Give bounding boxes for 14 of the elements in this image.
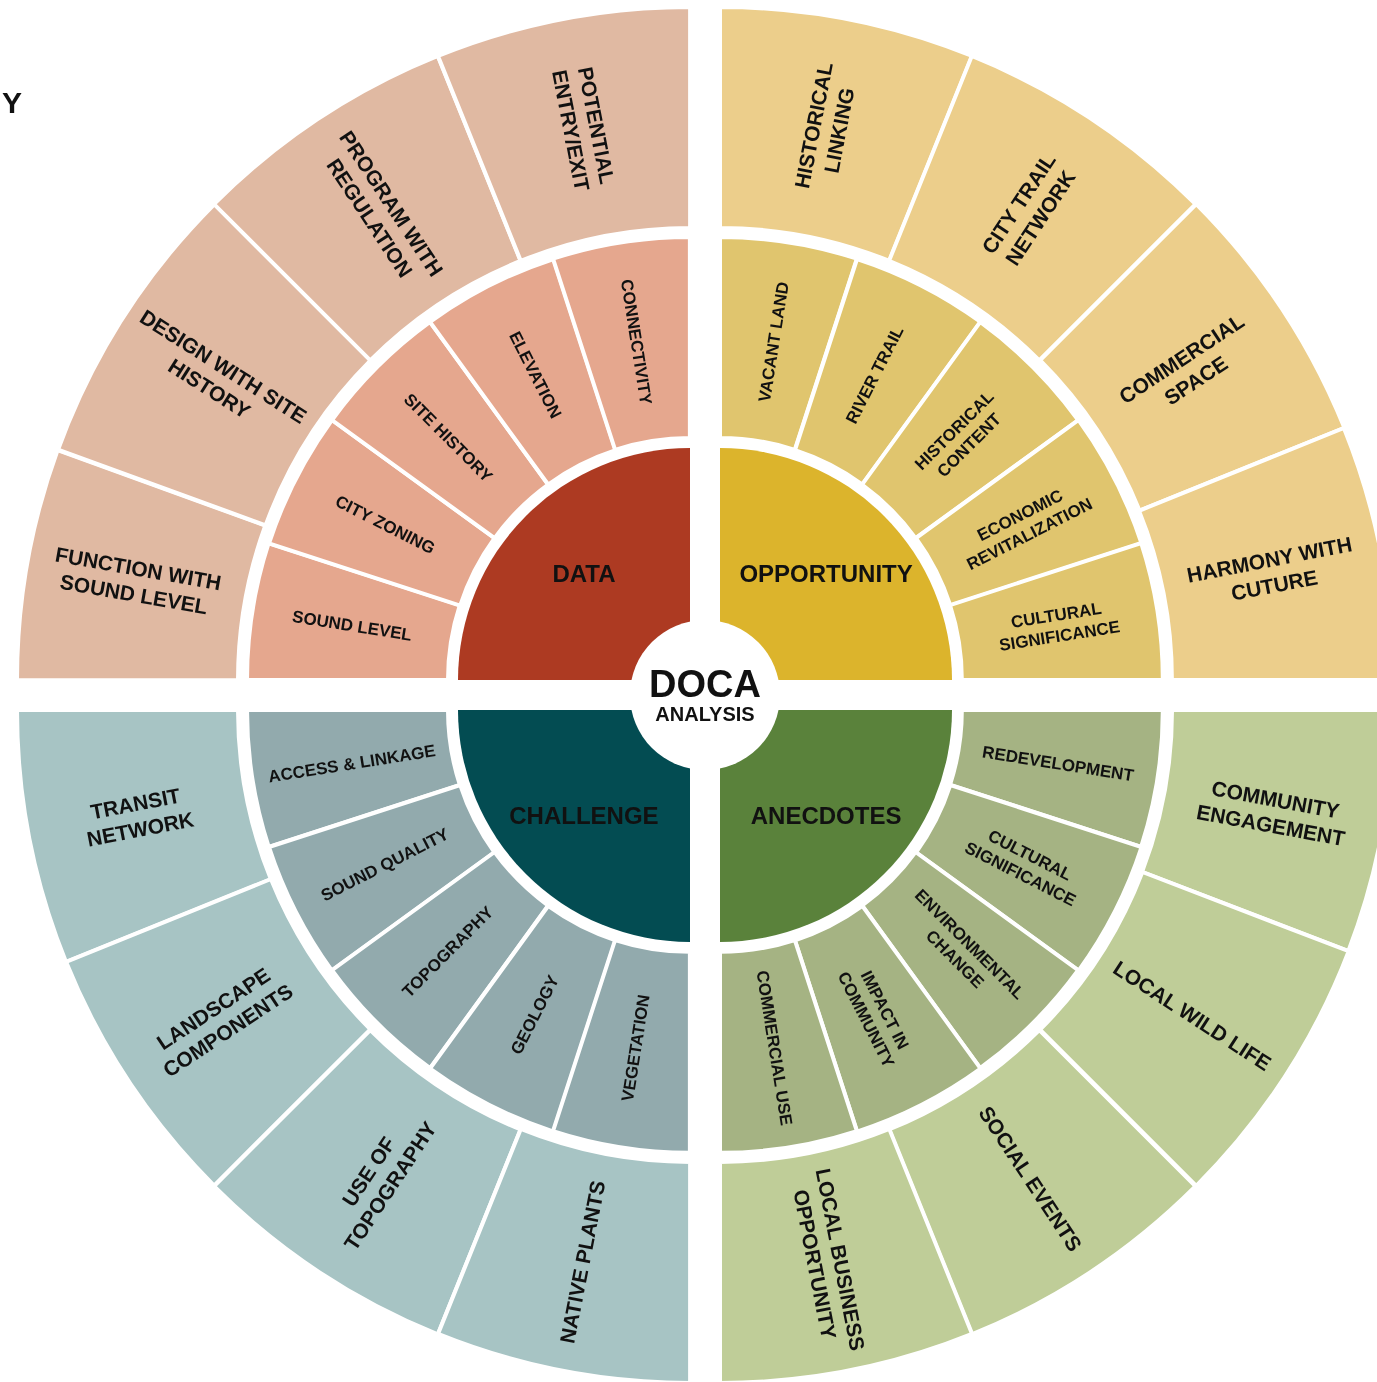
segment-label: TRANSIT NETWORK — [83, 782, 197, 854]
title-text: DOCA — [649, 664, 761, 705]
quadrant-label: ANECDOTES — [750, 801, 902, 832]
segment-label: NATIVE PLANTS — [553, 1177, 611, 1348]
segment-label: SOUND LEVEL — [289, 606, 414, 648]
quadrant-label: DATA — [552, 558, 616, 589]
quadrant-label: OPPORTUNITY — [739, 558, 913, 589]
cut-off-text: Y — [2, 86, 22, 120]
segment-label: FUNCTION WITH SOUND LEVEL — [52, 541, 225, 621]
subtitle-text: ANALYSIS — [655, 704, 755, 726]
segment-label: ACCESS & LINKAGE — [265, 739, 438, 788]
quadrant-label: CHALLENGE — [509, 801, 659, 832]
segment-label: VACANT LAND — [753, 279, 794, 406]
segment-label: HARMONY WITH CUTURE — [1184, 530, 1355, 607]
